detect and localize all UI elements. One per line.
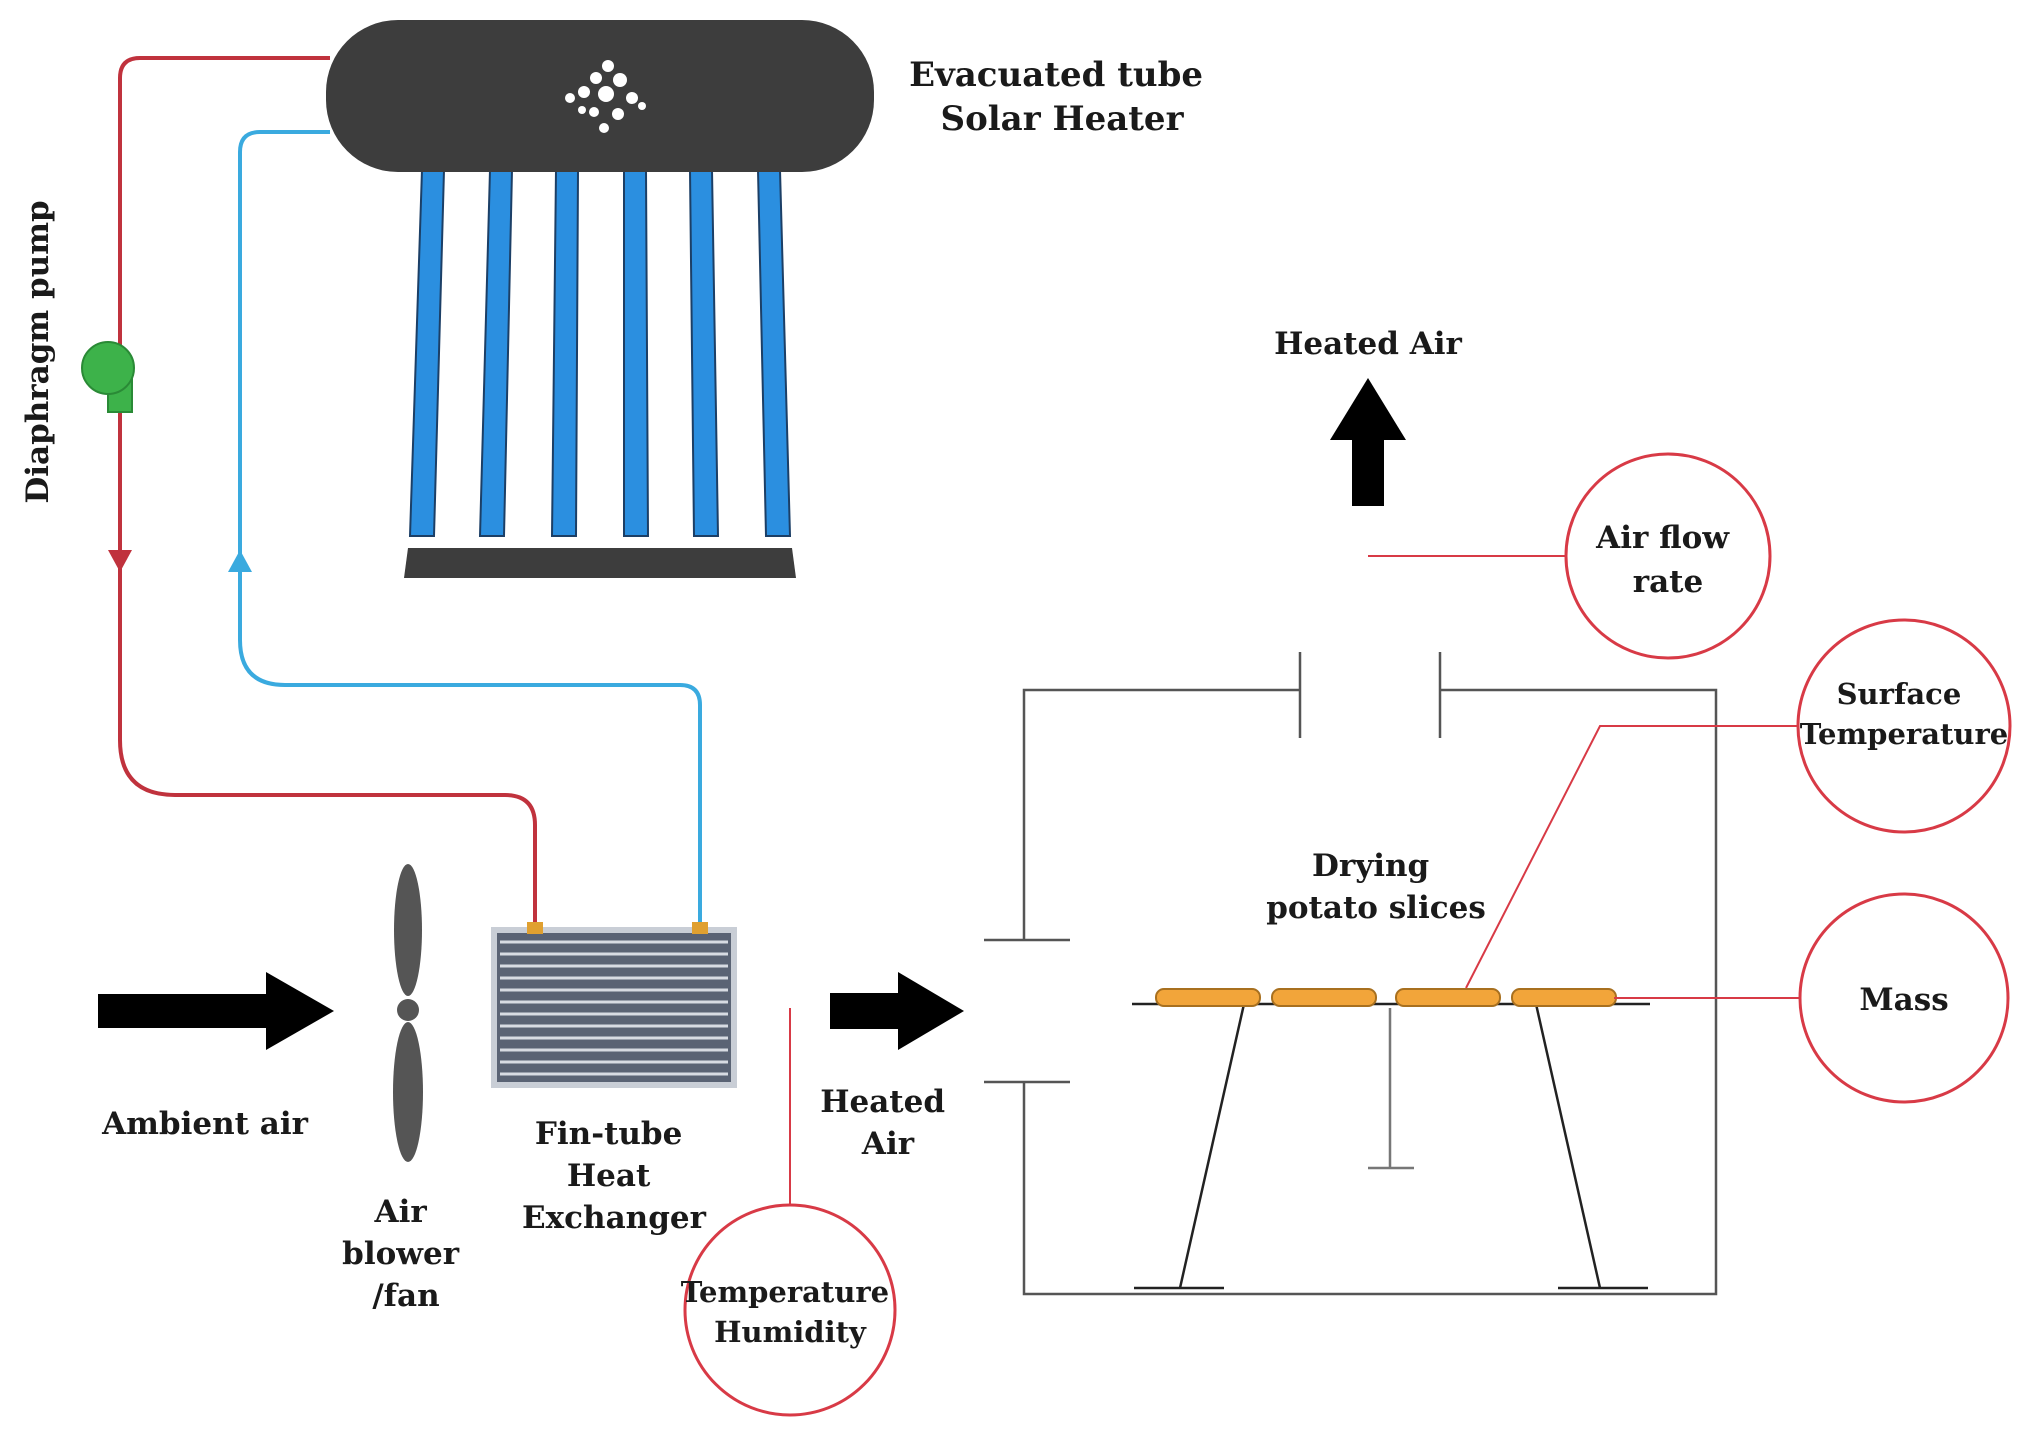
mass-sensor-ring	[1798, 892, 2010, 1104]
solar-heater-label: Evacuated tube Solar Heater	[909, 55, 1215, 139]
ambient-air-label: Ambient air	[101, 1106, 309, 1142]
heated-air-inlet-line2: Air	[861, 1126, 915, 1162]
blower-label-line3: /fan	[372, 1278, 439, 1314]
drying-chamber	[984, 652, 1718, 1296]
hot-flow-arrowhead	[108, 550, 132, 572]
surface-temp-line1: Surface	[1837, 677, 1962, 711]
heat-exchanger-label-line3: Exchanger	[522, 1200, 707, 1236]
drying-label-line2: potato slices	[1266, 890, 1486, 926]
blower-label: Air blower /fan	[342, 1194, 470, 1314]
heat-exchanger-label-line1: Fin-tube	[535, 1116, 682, 1152]
heat-exchanger-label-line2: Heat	[567, 1158, 651, 1194]
temp-humidity-sensor-ring	[683, 1203, 897, 1417]
blower-label-line1: Air	[374, 1194, 428, 1230]
hot-water-pipe	[118, 56, 537, 930]
heated-air-inlet-line1: Heated	[820, 1084, 945, 1120]
heated-air-inlet-arrow	[830, 972, 964, 1050]
blower-label-line2: blower	[342, 1236, 460, 1272]
diaphragm-pump	[81, 341, 135, 413]
surface-temp-sensor-ring	[1796, 618, 2012, 834]
temp-humidity-line1: Temperature	[681, 1275, 889, 1309]
cold-water-pipe	[238, 130, 702, 930]
evacuated-tube-tubes	[408, 169, 792, 537]
drying-label-line1: Drying	[1312, 848, 1429, 884]
solar-heater-base	[404, 548, 796, 578]
solar-heater-label-line2: Solar Heater	[941, 99, 1185, 139]
surface-temp-sensor-leader	[1465, 725, 1798, 989]
surface-temp-sensor-label: Surface Temperature	[1800, 677, 2008, 751]
ambient-air-arrow	[98, 972, 334, 1050]
solar-heater-logo-icon	[565, 60, 646, 133]
fin-tube-heat-exchanger	[491, 922, 737, 1088]
air-flow-line2: rate	[1633, 564, 1703, 600]
heated-air-inlet-label: Heated Air	[820, 1084, 956, 1162]
temp-humidity-line2: Humidity	[714, 1315, 867, 1349]
air-flow-line1: Air flow	[1595, 520, 1730, 556]
potato-slices	[1155, 988, 1617, 1007]
drying-tray-stand	[1132, 1002, 1650, 1290]
fan-icon	[393, 864, 423, 1162]
solar-heater-label-line1: Evacuated tube	[909, 55, 1203, 95]
temp-humidity-sensor-label: Temperature Humidity	[681, 1275, 900, 1349]
pump-label: Diaphragm pump	[20, 200, 56, 503]
drying-label: Drying potato slices	[1266, 848, 1486, 926]
air-flow-sensor-ring	[1564, 452, 1772, 660]
heated-air-outlet-label: Heated Air	[1274, 326, 1462, 362]
air-flow-sensor-label: Air flow rate	[1595, 520, 1740, 600]
heat-exchanger-label: Fin-tube Heat Exchanger	[522, 1116, 707, 1236]
cold-flow-arrowhead	[228, 550, 252, 572]
heated-air-outlet-arrow	[1330, 378, 1406, 506]
mass-sensor-label: Mass	[1859, 982, 1948, 1018]
surface-temp-line2: Temperature	[1800, 717, 2008, 751]
